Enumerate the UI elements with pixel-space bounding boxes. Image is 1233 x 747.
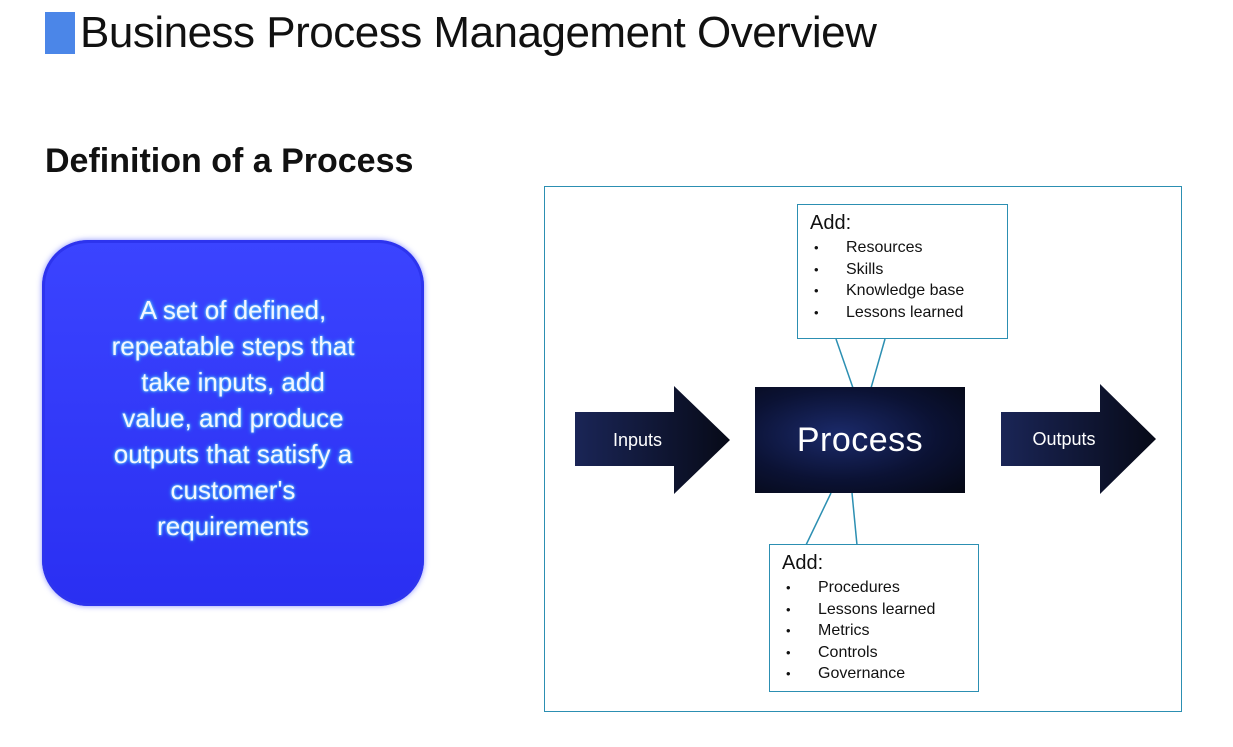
- bottom-callout: Add: Procedures Lessons learned Metrics …: [769, 544, 979, 692]
- top-callout: Add: Resources Skills Knowledge base Les…: [797, 204, 1008, 339]
- list-item: Controls: [786, 642, 978, 664]
- definition-line: outputs that satisfy a: [113, 439, 353, 469]
- process-label: Process: [796, 420, 924, 459]
- process-box: Process: [755, 387, 965, 493]
- section-subtitle: Definition of a Process: [45, 142, 414, 180]
- bottom-connector-left: [805, 492, 832, 546]
- inputs-arrow-shape: [575, 386, 730, 494]
- outputs-arrow-shape: [1001, 384, 1156, 494]
- page-title: Business Process Management Overview: [80, 8, 877, 57]
- definition-text: A set of defined, repeatable steps that …: [83, 292, 383, 544]
- top-callout-list: Resources Skills Knowledge base Lessons …: [798, 237, 1007, 323]
- definition-line: requirements: [157, 511, 309, 541]
- title-accent-bar: [45, 12, 75, 54]
- list-item: Resources: [814, 237, 1007, 259]
- bottom-callout-title: Add:: [782, 552, 824, 574]
- list-item: Skills: [814, 259, 1007, 281]
- list-item: Governance: [786, 663, 978, 685]
- definition-box: A set of defined, repeatable steps that …: [42, 240, 424, 606]
- list-item: Knowledge base: [814, 280, 1007, 302]
- definition-line: take inputs, add: [141, 367, 325, 397]
- definition-line: customer's: [170, 475, 296, 505]
- top-connector-right: [870, 338, 886, 389]
- list-item: Procedures: [786, 577, 978, 599]
- definition-line: repeatable steps that: [111, 331, 355, 361]
- list-item: Lessons learned: [814, 302, 1007, 324]
- definition-line: A set of defined,: [139, 295, 327, 325]
- bottom-callout-list: Procedures Lessons learned Metrics Contr…: [770, 577, 978, 685]
- list-item: Lessons learned: [786, 599, 978, 621]
- list-item: Metrics: [786, 620, 978, 642]
- inputs-arrow: [575, 386, 730, 494]
- outputs-label: Outputs: [1032, 428, 1096, 449]
- diagram-frame: [544, 186, 1182, 712]
- outputs-arrow: [1001, 384, 1156, 494]
- top-connector-left: [835, 338, 854, 389]
- bottom-connector-right: [851, 492, 858, 546]
- top-callout-title: Add:: [810, 212, 852, 234]
- inputs-label: Inputs: [612, 429, 663, 450]
- definition-line: value, and produce: [122, 403, 344, 433]
